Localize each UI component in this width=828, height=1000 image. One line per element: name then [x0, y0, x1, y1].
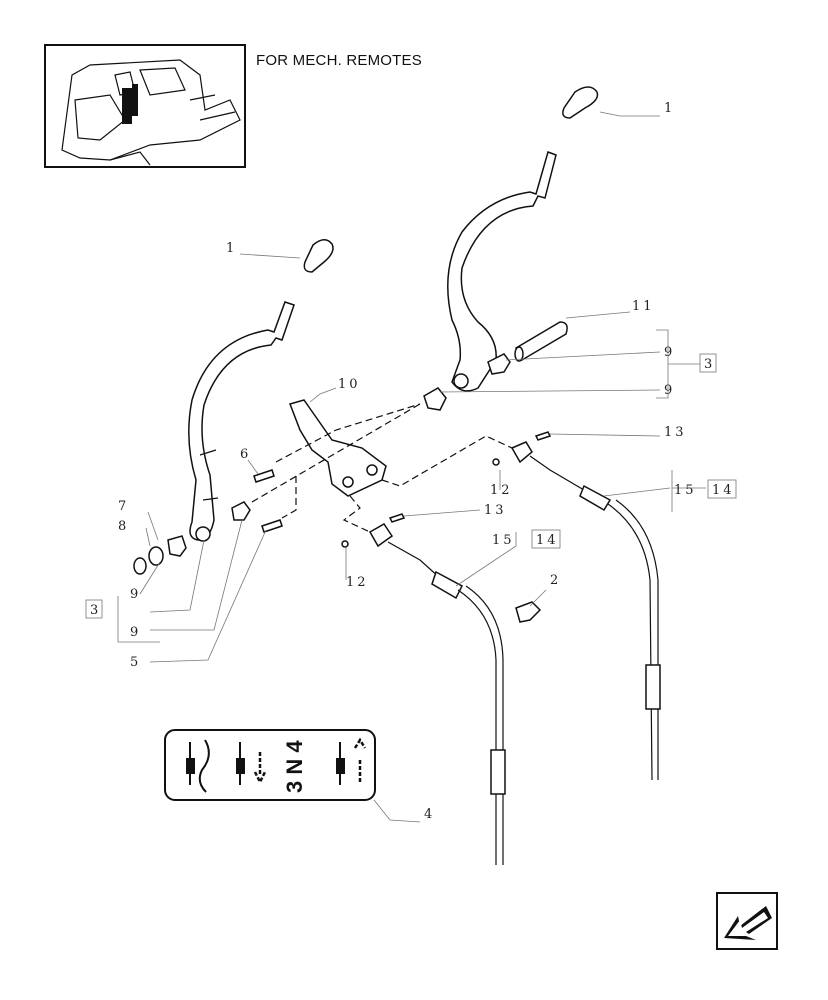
lever-left — [188, 301, 295, 541]
knob-right — [562, 86, 599, 119]
operation-decal: 3 N 4 — [164, 729, 376, 801]
callout-4: 4 — [424, 807, 435, 822]
knob-left — [303, 239, 334, 273]
callout-3-right: 3 — [704, 357, 715, 372]
callout-1-right: 1 — [664, 101, 675, 116]
callout-7: 7 — [118, 499, 129, 514]
back-button[interactable] — [716, 892, 778, 950]
back-arrow-icon — [724, 906, 772, 940]
callout-15-lower: 15 — [492, 533, 515, 548]
callout-1-left: 1 — [226, 241, 237, 256]
bracket-10 — [289, 399, 387, 497]
pin-11 — [515, 321, 568, 362]
clip-2 — [515, 601, 542, 623]
callout-12-upper: 12 — [490, 483, 513, 498]
callout-5: 5 — [130, 655, 141, 670]
decal-text: 3 N 4 — [282, 740, 307, 793]
callout-9-b: 9 — [664, 383, 675, 398]
callout-12-lower: 12 — [346, 575, 369, 590]
callout-3-left: 3 — [90, 603, 101, 618]
callout-13-upper: 13 — [664, 425, 687, 440]
location-inset — [44, 44, 246, 168]
callout-10: 10 — [338, 377, 361, 392]
callout-14-lower: 14 — [536, 533, 559, 548]
callout-9-c: 9 — [130, 587, 141, 602]
callout-9-a: 9 — [664, 345, 675, 360]
callout-13-lower: 13 — [484, 503, 507, 518]
callout-9-d: 9 — [130, 625, 141, 640]
callout-6: 6 — [240, 447, 251, 462]
callout-11: 11 — [632, 299, 655, 314]
callout-14-upper: 14 — [712, 483, 735, 498]
lever-right — [447, 151, 557, 392]
callout-8: 8 — [118, 519, 129, 534]
callout-15-upper: 15 — [674, 483, 697, 498]
diagram-caption: FOR MECH. REMOTES — [256, 52, 422, 69]
callout-2: 2 — [550, 573, 561, 588]
leader-lines — [117, 111, 706, 823]
